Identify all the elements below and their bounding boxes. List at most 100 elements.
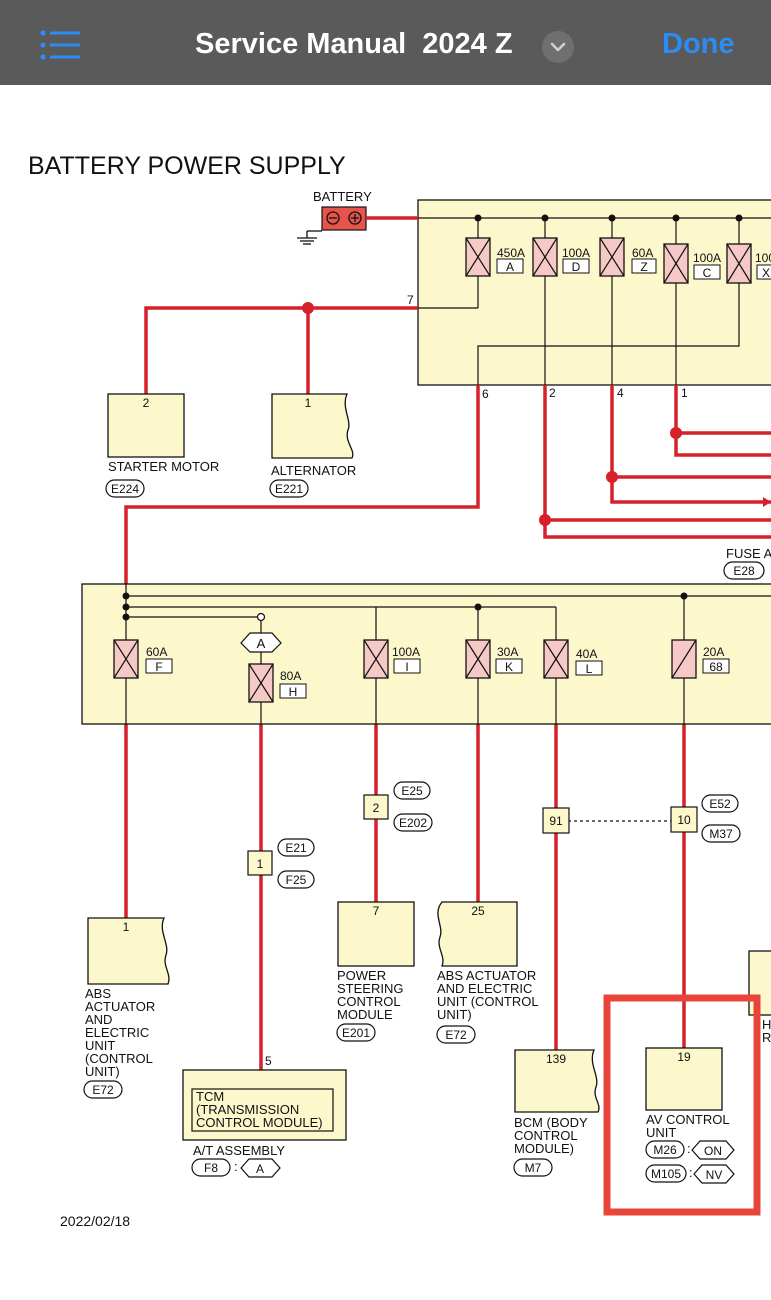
terminal-2: 2 — [549, 386, 556, 400]
svg-text:1: 1 — [123, 920, 130, 934]
connector-e224[interactable]: E224 — [105, 479, 145, 498]
m26-colon: : — [687, 1141, 691, 1156]
svg-text:UNIT: UNIT — [85, 1038, 115, 1053]
bcm-body-control-module[interactable]: 139 — [514, 1049, 600, 1113]
connector-e25[interactable]: E25 — [393, 781, 431, 800]
m105-colon: : — [689, 1165, 693, 1180]
svg-text:40A: 40A — [576, 647, 597, 661]
abs-actuator-unit-1[interactable]: 1 — [87, 917, 170, 985]
av-control-unit-label-1: AV CONTROL — [646, 1112, 730, 1127]
svg-text:E221: E221 — [275, 482, 303, 496]
av-control-unit-label-2: UNIT — [646, 1125, 676, 1140]
svg-text:E52: E52 — [709, 797, 731, 811]
svg-text:R: R — [762, 1030, 771, 1045]
connector-m105[interactable]: M105 — [645, 1164, 687, 1183]
fuse-80a-h[interactable]: 80A H — [248, 663, 307, 703]
connector-e221[interactable]: E221 — [269, 479, 309, 498]
bottom-busbar-dots — [122, 592, 688, 621]
starter-motor[interactable]: 2 — [107, 393, 185, 458]
svg-text:UNIT): UNIT) — [437, 1007, 472, 1022]
tcm-pin: 5 — [265, 1054, 272, 1068]
connector-e201[interactable]: E201 — [336, 1023, 376, 1042]
svg-text:CONTROL: CONTROL — [514, 1128, 578, 1143]
alternator[interactable]: 1 — [271, 393, 354, 459]
connector-e52[interactable]: E52 — [701, 794, 739, 813]
svg-text:68: 68 — [709, 660, 723, 674]
svg-text:139: 139 — [546, 1052, 566, 1066]
terminal-7: 7 — [407, 293, 414, 307]
joint-connector-91[interactable]: 91 — [542, 807, 570, 834]
connector-e202[interactable]: E202 — [393, 813, 433, 832]
svg-text:F: F — [155, 660, 162, 674]
connector-m7[interactable]: M7 — [513, 1158, 553, 1177]
connector-f25[interactable]: F25 — [277, 870, 315, 889]
fuse-20a-68[interactable]: 20A 68 — [671, 639, 730, 679]
svg-text:19: 19 — [677, 1050, 691, 1064]
connector-e21[interactable]: E21 — [277, 838, 315, 857]
svg-text:E224: E224 — [111, 482, 139, 496]
joint-connector-1[interactable]: 1 — [247, 850, 273, 876]
bcm-label: BCM (BODY CONTROL MODULE) — [514, 1115, 588, 1156]
joint-connector-2[interactable]: 2 — [363, 794, 389, 820]
battery-label: BATTERY — [313, 189, 372, 204]
fuse-450a[interactable]: 450A A — [465, 237, 525, 277]
connector-m26[interactable]: M26 — [645, 1140, 685, 1159]
wiring-diagram: BATTERY POWER SUPPLY BATTERY — [28, 152, 771, 1229]
svg-text:STEERING: STEERING — [337, 981, 403, 996]
joint-connector-10[interactable]: 10 — [670, 806, 698, 833]
at-assembly[interactable]: TCM (TRANSMISSION CONTROL MODULE) — [182, 1069, 347, 1141]
diamond-on-connector: ON — [691, 1140, 735, 1160]
bottom-fuse-box — [81, 583, 771, 725]
svg-text:K: K — [505, 660, 513, 674]
fuse-60a-f[interactable]: 60A F — [113, 639, 173, 679]
chevron-down-icon — [550, 42, 566, 52]
svg-text:C: C — [703, 266, 712, 280]
fuse-100a-x[interactable]: 100A X — [726, 243, 771, 284]
svg-text:M105: M105 — [651, 1167, 681, 1181]
svg-text:E72: E72 — [92, 1083, 114, 1097]
open-junction — [256, 612, 266, 622]
connector-f8[interactable]: F8 — [191, 1158, 231, 1177]
svg-text:L: L — [586, 662, 593, 676]
abs-actuator-unit-2[interactable]: 25 — [437, 901, 518, 967]
top-fusible-link-box — [417, 199, 771, 386]
diamond-a-connector: A — [240, 1158, 281, 1178]
document-date: 2022/02/18 — [60, 1213, 130, 1229]
svg-text:10: 10 — [677, 813, 691, 827]
fuse-100a-i[interactable]: 100A I — [363, 639, 421, 679]
fuse-60a-z[interactable]: 60A Z — [599, 237, 657, 277]
fuse-40a-l[interactable]: 40A L — [543, 639, 603, 679]
svg-text:CONTROL MODULE): CONTROL MODULE) — [196, 1115, 323, 1130]
connector-e28[interactable]: E28 — [723, 561, 765, 580]
power-steering-control-module[interactable]: 7 — [337, 901, 415, 967]
connector-m37[interactable]: M37 — [701, 824, 741, 843]
svg-text:I: I — [405, 660, 408, 674]
list-menu-icon[interactable] — [40, 30, 80, 60]
abs-actuator-2-label: ABS ACTUATOR AND ELECTRIC UNIT (CONTROL … — [437, 968, 539, 1022]
fuse-30a-k[interactable]: 30A K — [465, 639, 523, 679]
svg-text:20A: 20A — [703, 645, 724, 659]
svg-text:60A: 60A — [632, 246, 653, 260]
svg-text:TCM: TCM — [196, 1089, 224, 1104]
battery[interactable] — [321, 206, 367, 231]
svg-text:M26: M26 — [653, 1143, 677, 1157]
svg-text:D: D — [572, 260, 581, 274]
svg-text:F8: F8 — [204, 1161, 218, 1175]
title-dropdown-button[interactable] — [542, 31, 574, 63]
svg-text:1: 1 — [257, 857, 264, 871]
document-title[interactable]: Service Manual 2024 Z — [195, 28, 513, 60]
av-control-unit[interactable]: 19 — [645, 1047, 723, 1111]
fuse-assembly-label: FUSE A — [726, 546, 771, 561]
connector-e72-a[interactable]: E72 — [83, 1080, 123, 1099]
svg-text:1: 1 — [305, 396, 312, 410]
svg-text:100A: 100A — [562, 246, 590, 260]
svg-text:2: 2 — [373, 801, 380, 815]
svg-text:MODULE: MODULE — [337, 1007, 393, 1022]
done-button[interactable]: Done — [662, 28, 735, 60]
svg-text:E25: E25 — [401, 784, 423, 798]
fuse-100a-d[interactable]: 100A D — [532, 237, 590, 277]
svg-text:BCM (BODY: BCM (BODY — [514, 1115, 588, 1130]
connector-e72-b[interactable]: E72 — [436, 1025, 476, 1044]
svg-text:A: A — [256, 1162, 264, 1176]
fuse-100a-c[interactable]: 100A C — [663, 243, 721, 284]
